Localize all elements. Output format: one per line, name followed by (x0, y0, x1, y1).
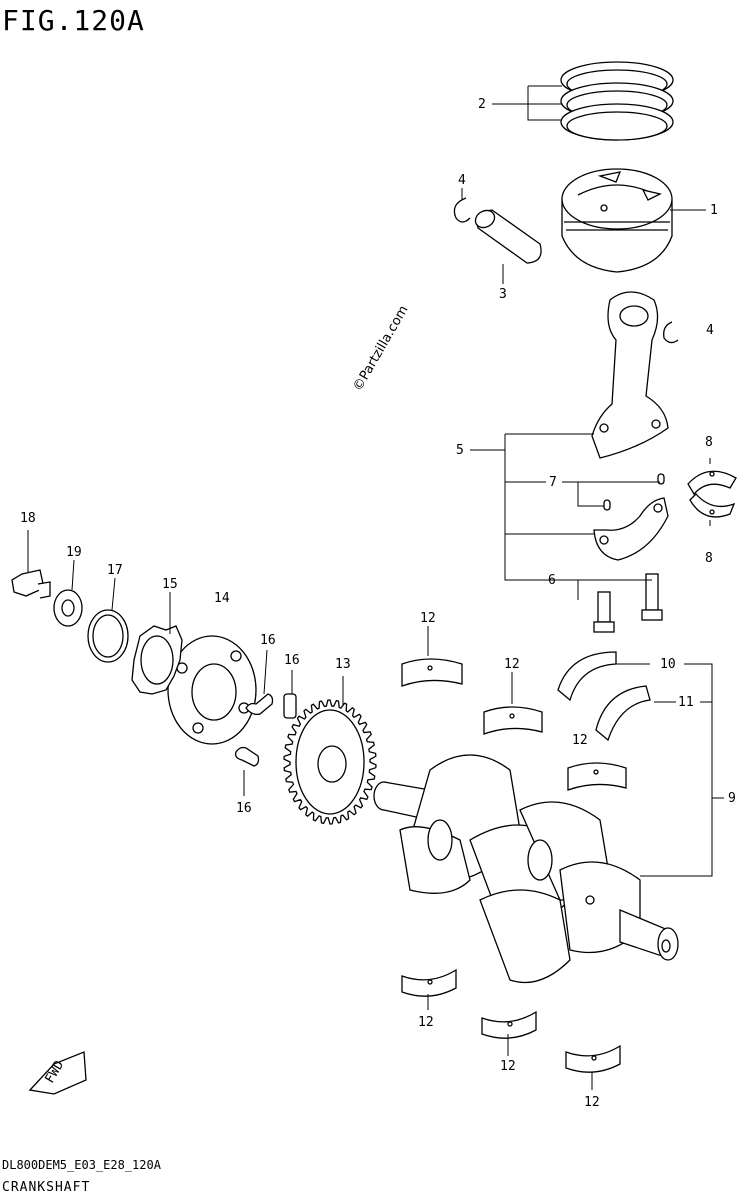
diagram-code: DL800DEM5_E03_E28_120A (2, 1158, 161, 1172)
connecting-rod[interactable] (591, 291, 669, 459)
callout-18: 18 (20, 511, 36, 526)
crank-bearing-6[interactable] (565, 1044, 621, 1073)
callout-11: 11 (678, 695, 694, 710)
callout-7: 7 (549, 475, 557, 490)
callout-12-a: 12 (420, 611, 436, 626)
callout-12-b: 12 (504, 657, 520, 672)
callout-12-c: 12 (572, 733, 588, 748)
piston-rings[interactable] (560, 61, 674, 141)
crank-bearing-4[interactable] (401, 968, 457, 997)
thrust-washer-lower[interactable] (595, 685, 651, 742)
callout-5: 5 (456, 443, 464, 458)
spring-a[interactable] (245, 693, 274, 716)
figure-title: FIG.120A (2, 4, 145, 37)
thrust-washer-upper[interactable] (557, 651, 617, 702)
callout-13: 13 (335, 657, 351, 672)
leader-lines (27, 85, 724, 1090)
crank-bearing-2[interactable] (483, 706, 543, 735)
callout-16-b: 16 (284, 653, 300, 668)
watermark: ©Partzilla.com (350, 303, 411, 394)
callout-8-upper: 8 (705, 435, 713, 450)
conrod-bearing-lower[interactable] (689, 493, 736, 518)
callout-9: 9 (728, 791, 736, 806)
circlip-lower[interactable] (663, 321, 679, 344)
crankshaft[interactable] (373, 754, 679, 984)
lock-plate[interactable] (131, 625, 183, 695)
callout-17: 17 (107, 563, 123, 578)
callout-2: 2 (478, 97, 486, 112)
callout-10: 10 (660, 657, 676, 672)
callouts: 1 2 3 4 4 5 6 7 8 8 9 10 11 12 12 12 12 … (20, 97, 736, 1110)
conrod-cap[interactable] (593, 497, 669, 561)
circlip-upper[interactable] (453, 197, 471, 223)
callout-8-lower: 8 (705, 551, 713, 566)
callout-15: 15 (162, 577, 178, 592)
primary-drive-gear[interactable] (283, 699, 377, 825)
callout-12-e: 12 (500, 1059, 516, 1074)
callout-16-a: 16 (260, 633, 276, 648)
callout-12-d: 12 (418, 1015, 434, 1030)
bolt[interactable] (11, 569, 51, 599)
callout-1: 1 (710, 203, 718, 218)
callout-16-c: 16 (236, 801, 252, 816)
spring-b[interactable] (283, 693, 297, 719)
conrod-bolt-left[interactable] (593, 591, 615, 633)
diagram-caption: CRANKSHAFT (2, 1180, 91, 1195)
piston[interactable] (561, 168, 673, 273)
washer[interactable] (53, 589, 83, 627)
dowel-pin-lower[interactable] (603, 499, 611, 511)
crank-bearing-3[interactable] (567, 762, 627, 791)
callout-14: 14 (214, 591, 230, 606)
conrod-bearing-upper[interactable] (687, 470, 737, 496)
callout-3: 3 (499, 287, 507, 302)
callout-19: 19 (66, 545, 82, 560)
callout-12-f: 12 (584, 1095, 600, 1110)
callout-4-upper: 4 (458, 173, 466, 188)
fwd-arrow (28, 1051, 87, 1095)
crank-bearing-5[interactable] (481, 1010, 537, 1039)
crank-bearing-1[interactable] (401, 658, 463, 687)
circlip-ring[interactable] (87, 609, 129, 663)
callout-4-lower: 4 (706, 323, 714, 338)
piston-pin[interactable] (472, 207, 542, 264)
starter-clutch-plate[interactable] (167, 635, 257, 745)
spring-c[interactable] (234, 746, 260, 767)
callout-6: 6 (548, 573, 556, 588)
conrod-bolt-right[interactable] (641, 573, 663, 621)
